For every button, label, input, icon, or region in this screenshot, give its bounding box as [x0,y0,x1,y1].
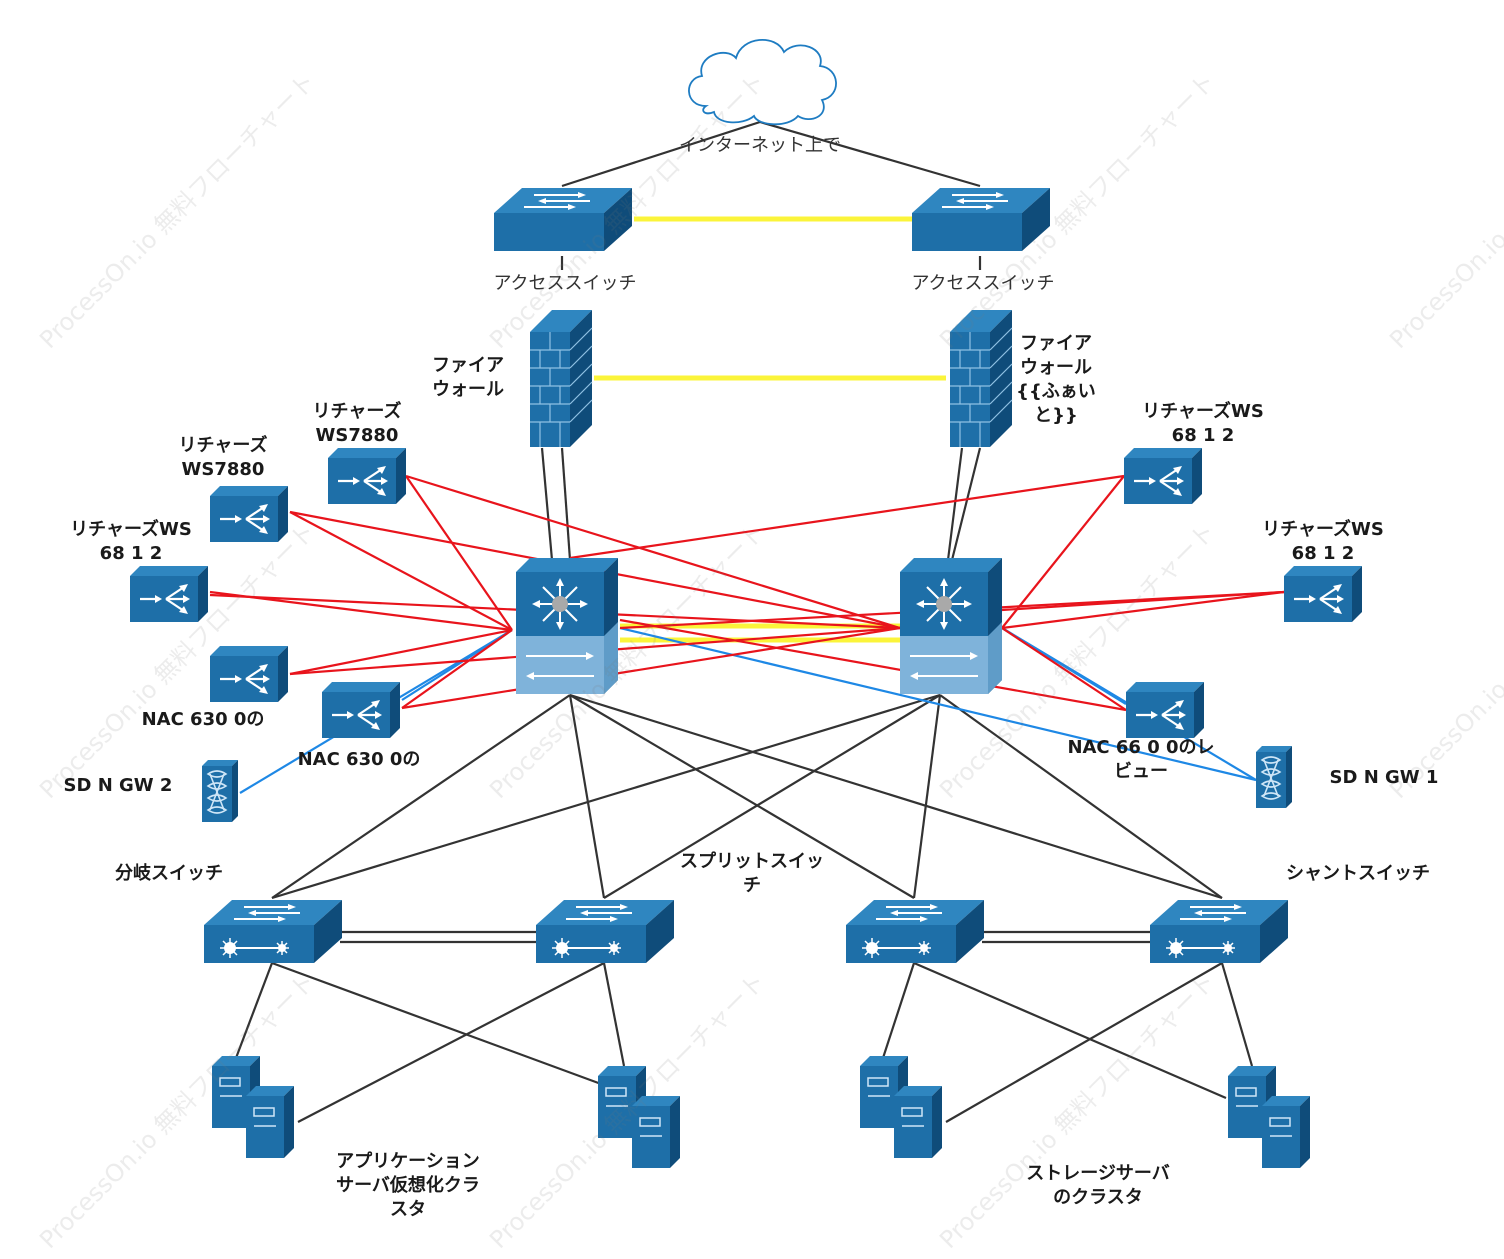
router-ws7880-b-label: リチャーズ WS7880 [178,435,268,480]
switch-3-icon [845,899,985,964]
internet-label: インターネット上で [679,135,841,156]
firewall-right-label: ファイア ウォール {{ふぁい と}} [1016,333,1096,426]
router-ws6812-right-top-label: リチャーズWS 68 1 2 [1142,401,1264,446]
server-4-icon [1227,1065,1311,1169]
nac-right-icon [1124,680,1206,740]
storage-cluster-label: ストレージサーバ のクラスタ [1026,1163,1170,1208]
split-switch-icon [535,899,675,964]
links-black [234,120,1254,1123]
router-ws6812-right-mid-label: リチャーズWS 68 1 2 [1262,519,1384,564]
branch-switch-label: 分岐スイッチ [115,863,223,884]
access-switch-left-label: アクセススイッチ [493,273,637,294]
router-ws6812-right-mid-icon [1282,564,1364,624]
branch-switch-icon [203,899,343,964]
sdn-gw2-icon [201,759,239,823]
split-switch-label: スプリットスイッ チ [680,851,824,896]
nac-left-b-label: NAC 630 0の [297,749,421,770]
router-ws7880-a-label: リチャーズ WS7880 [312,401,402,446]
firewall-left-label: ファイア ウォール [432,355,504,400]
nac-left-a-icon [208,644,290,704]
sdn-gw1-label: SD N GW 1 [1329,767,1439,788]
sdn-gw2-label: SD N GW 2 [63,775,173,796]
router-ws7880-a-icon [326,446,408,506]
shunt-switch-label: シャントスイッチ [1286,863,1430,884]
router-ws6812-right-top-icon [1122,446,1204,506]
server-3-icon [859,1055,943,1159]
nac-left-a-label: NAC 630 0の [141,709,265,730]
app-cluster-label: アプリケーション サーバ仮想化クラ スタ [336,1151,480,1220]
firewall-left-icon [529,309,593,448]
sdn-gw1-icon [1255,745,1293,809]
nac-right-label: NAC 66 0 0のレ ビュー [1067,737,1215,782]
internet-cloud-icon [688,38,837,126]
access-switch-right-label: アクセススイッチ [911,273,1055,294]
router-ws6812-left-label: リチャーズWS 68 1 2 [70,519,192,564]
nac-left-b-icon [320,680,402,740]
shunt-switch-icon [1149,899,1289,964]
core-switch-right-icon [899,557,1003,695]
